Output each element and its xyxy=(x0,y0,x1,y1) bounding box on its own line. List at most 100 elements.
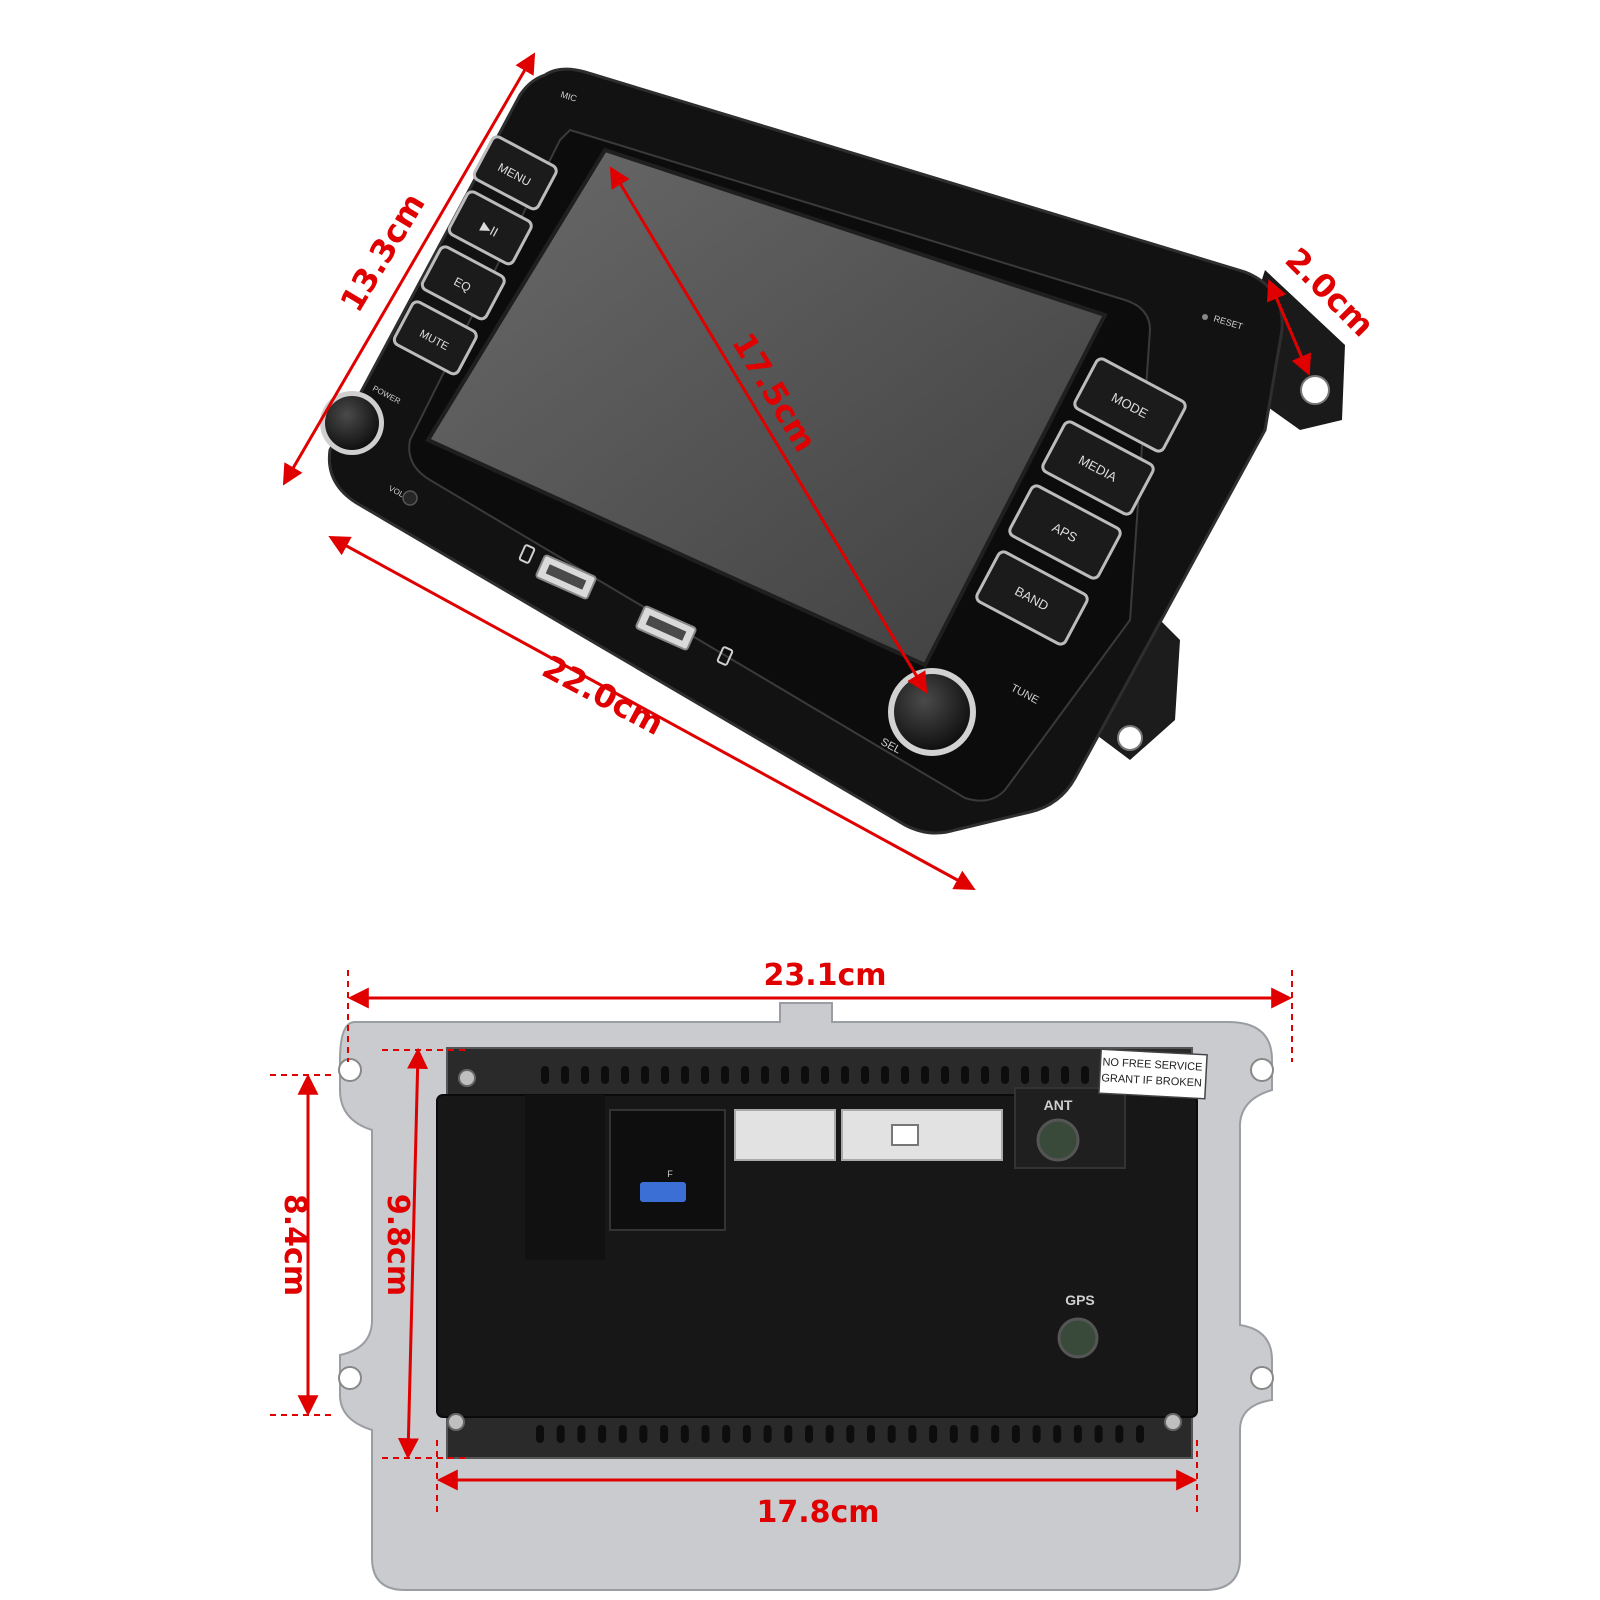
vent-slot xyxy=(825,1425,834,1443)
height-dimension-line xyxy=(282,52,536,486)
main-harness-connector[interactable] xyxy=(609,1109,726,1231)
vent-slot xyxy=(701,1066,709,1084)
media-button[interactable] xyxy=(1041,420,1156,516)
screw-icon xyxy=(458,1069,476,1087)
vent-slot xyxy=(741,1066,749,1084)
bracket-hole xyxy=(1117,725,1143,751)
vent-slot xyxy=(929,1425,938,1443)
screw-icon xyxy=(447,1413,465,1431)
white-connector[interactable] xyxy=(734,1109,836,1161)
right-button-group: MODE MEDIA APS BAND xyxy=(975,357,1188,646)
vent-slot xyxy=(1094,1425,1103,1443)
vent-slot xyxy=(801,1066,809,1084)
vent-slot xyxy=(841,1066,849,1084)
chassis-hole xyxy=(1250,1366,1274,1390)
vent-slot xyxy=(908,1425,917,1443)
ant-label: ANT xyxy=(1044,1097,1073,1113)
lower-bracket xyxy=(1090,600,1180,760)
vent-slot xyxy=(660,1425,669,1443)
screw-icon xyxy=(1164,1413,1182,1431)
vent-slot xyxy=(941,1066,949,1084)
aux-jack[interactable] xyxy=(402,490,418,506)
vent-slot xyxy=(601,1066,609,1084)
bracket-hole xyxy=(1300,375,1330,405)
gps-socket[interactable] xyxy=(1057,1317,1099,1359)
vent-slot xyxy=(867,1425,875,1443)
vent-slot xyxy=(722,1425,731,1443)
vent-slot xyxy=(598,1425,607,1443)
warning-line1: NO FREE SERVICE xyxy=(1102,1056,1203,1073)
width-dimension-line xyxy=(328,535,976,891)
vent-slot xyxy=(981,1066,989,1084)
vent-slot xyxy=(887,1425,896,1443)
vent-slot xyxy=(1032,1425,1041,1443)
power-volume-knob[interactable] xyxy=(320,391,384,455)
band-button[interactable] xyxy=(975,550,1090,646)
left-connector-housing xyxy=(525,1095,605,1260)
bottom-vent-row xyxy=(536,1425,1144,1443)
vent-slot xyxy=(1115,1425,1124,1443)
vent-slot xyxy=(621,1066,629,1084)
vent-slot xyxy=(639,1425,648,1443)
vent-slot xyxy=(581,1066,589,1084)
vent-slot xyxy=(949,1425,958,1443)
inner-height-label: 9.8cm xyxy=(380,1194,415,1296)
total-width-label: 23.1cm xyxy=(763,958,886,993)
vent-slot xyxy=(763,1425,772,1443)
white-connector-small[interactable] xyxy=(891,1124,919,1146)
tune-select-knob[interactable] xyxy=(888,668,976,756)
gps-label: GPS xyxy=(1065,1292,1095,1308)
vent-slot xyxy=(1136,1425,1144,1443)
rear-unit: F ANT GPS NO FREE SERVICE GRANT IF BROKE… xyxy=(338,1002,1274,1591)
rear-dimensions: 23.1cm 8.4cm 9.8cm 17.8cm xyxy=(270,958,1293,1530)
blue-fuse xyxy=(640,1182,686,1202)
top-vent-row xyxy=(541,1066,1089,1084)
vent-slot xyxy=(761,1066,769,1084)
module-width-label: 17.8cm xyxy=(756,1495,879,1530)
vent-slot xyxy=(556,1425,565,1443)
chassis-hole xyxy=(1250,1058,1274,1082)
mode-button[interactable] xyxy=(1073,357,1188,453)
vent-slot xyxy=(1081,1066,1089,1084)
reset-hole[interactable] xyxy=(1202,314,1208,320)
vent-slot xyxy=(721,1066,729,1084)
aps-button[interactable] xyxy=(1008,484,1123,580)
mic-label: MIC xyxy=(559,89,578,104)
depth-dimension-line xyxy=(1266,279,1312,376)
vent-slot xyxy=(701,1425,710,1443)
vent-slot xyxy=(1053,1425,1062,1443)
vent-slot xyxy=(961,1066,969,1084)
vent-slot xyxy=(921,1066,929,1084)
vent-slot xyxy=(784,1425,793,1443)
vent-slot xyxy=(1061,1066,1069,1084)
warning-line2: GRANT IF BROKEN xyxy=(1101,1072,1202,1089)
vent-slot xyxy=(881,1066,889,1084)
vent-slot xyxy=(1021,1066,1029,1084)
vent-slot xyxy=(1011,1425,1020,1443)
vent-slot xyxy=(1073,1425,1082,1443)
vent-slot xyxy=(805,1425,813,1443)
vent-slot xyxy=(861,1066,869,1084)
inner-height-dimension-line xyxy=(397,1047,429,1460)
vent-slot xyxy=(1041,1066,1049,1084)
knob-face xyxy=(894,674,970,750)
white-connector[interactable] xyxy=(841,1109,1003,1161)
vent-slot xyxy=(536,1425,544,1443)
antenna-socket[interactable] xyxy=(1036,1118,1080,1162)
vent-slot xyxy=(846,1425,855,1443)
chassis-hole xyxy=(338,1058,362,1082)
vent-slot xyxy=(742,1425,751,1443)
vent-slot xyxy=(681,1066,689,1084)
chassis-hole xyxy=(338,1366,362,1390)
vent-slot xyxy=(541,1066,549,1084)
vent-slot xyxy=(680,1425,689,1443)
vent-slot xyxy=(1001,1066,1009,1084)
vent-slot xyxy=(618,1425,627,1443)
vent-slot xyxy=(991,1425,1000,1443)
knob-face xyxy=(325,396,379,450)
warning-sticker xyxy=(1098,1048,1208,1100)
vent-slot xyxy=(661,1066,669,1084)
vent-slot xyxy=(561,1066,569,1084)
mount-height-label: 8.4cm xyxy=(277,1194,312,1296)
